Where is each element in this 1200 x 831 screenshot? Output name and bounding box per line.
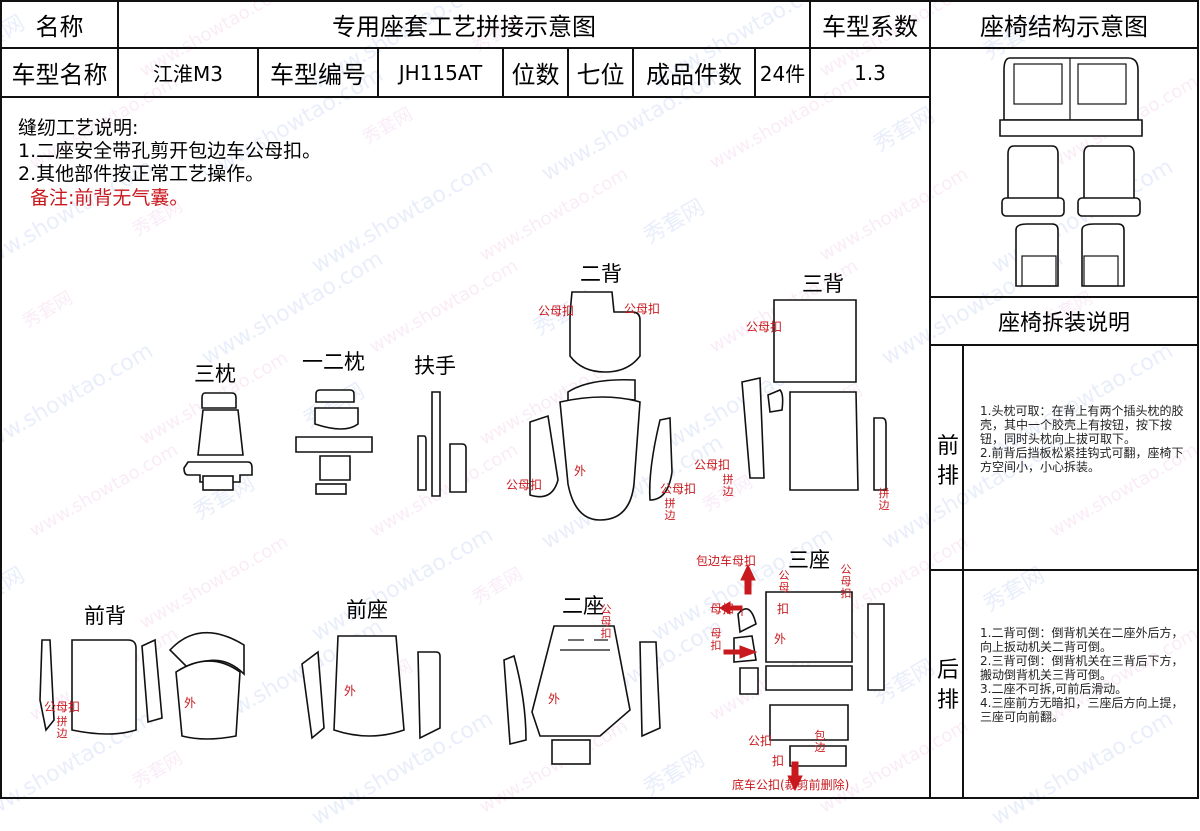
label-erzuo: 二座 — [562, 594, 604, 618]
disassembly-label: 座椅拆装说明 — [997, 311, 1130, 336]
label-qianbei: 前背 — [84, 604, 126, 628]
piece-erbei — [529, 291, 673, 521]
annot-qianbei-pibian: 拼边 — [56, 715, 68, 740]
coef-label: 车型系数 — [822, 13, 918, 41]
annot-erbei-gongmukou-right: 公母扣 — [624, 302, 661, 316]
notes-item-2: 2.其他部件按正常工艺操作。 — [18, 163, 265, 185]
annot-sanbei-pibian-left: 拼边 — [722, 473, 734, 498]
table-grid — [0, 0, 1199, 799]
annot-qianbei-gongmukou: 公母扣 — [44, 700, 81, 714]
piece-sanzuo — [733, 591, 885, 767]
annot-sanzuo-baobian: 包边 — [814, 729, 826, 754]
annot-sanzuo-wai: 外 — [774, 632, 787, 646]
piece-fushou — [417, 391, 467, 497]
annot-sanbei-gongmukou: 公母扣 — [746, 320, 783, 334]
annot-erbei-gongmukou-left: 公母扣 — [538, 304, 575, 318]
structure-label: 座椅结构示意图 — [980, 13, 1148, 41]
model-name-label: 车型名称 — [11, 61, 108, 89]
page-title: 专用座套工艺拼接示意图 — [332, 13, 596, 41]
pieces-value: 24件 — [759, 62, 806, 86]
annot-sanzuo-mukou-2: 母扣 — [710, 627, 722, 652]
piece-qianzuo — [301, 635, 441, 740]
annot-erbei-gongmukou-bottom: 公母扣 — [506, 478, 543, 492]
annot-erbei-wai: 外 — [574, 464, 587, 478]
notes-item-1: 1.二座安全带孔剪开包边车公母扣。 — [18, 140, 322, 162]
annot-erbei-gongmukou-side: 公母扣 — [660, 482, 697, 496]
rear-row-text: 1.二背可倒：倒背机关在二座外后方，向上扳动机关二背可倒。 2.三背可倒：倒背机… — [980, 626, 1184, 724]
label-sanzuo: 三座 — [788, 548, 830, 572]
piece-qianbei — [39, 631, 245, 740]
label-fushou: 扶手 — [414, 354, 456, 378]
label-erbei: 二背 — [580, 262, 622, 286]
annot-erbei-pibian: 拼边 — [664, 497, 676, 522]
seat-structure-diagram — [999, 57, 1143, 287]
annot-sanzuo-kou: 扣 — [777, 602, 790, 616]
annot-sanzuo-diche-gongkou: 底车公扣(裁剪前删除) — [732, 778, 850, 792]
annot-qianbei-wai: 外 — [184, 696, 197, 710]
notes-remark: 备注:前背无气囊。 — [30, 187, 189, 209]
piece-yierzhen — [295, 389, 373, 495]
piece-sanzhen — [183, 392, 253, 491]
rear-row-label: 后排 — [936, 658, 959, 713]
label-sanbei: 三背 — [802, 272, 844, 296]
piece-sanbei — [741, 299, 887, 491]
seats-label: 位数 — [511, 61, 560, 89]
annot-qianzuo-wai: 外 — [344, 684, 357, 698]
model-name-value: 江淮M3 — [153, 62, 223, 86]
notes-title: 缝纫工艺说明: — [18, 117, 139, 139]
annot-sanzuo-baobian-mukou: 包边车母扣 — [696, 554, 757, 568]
model-code-value: JH115AT — [398, 60, 483, 85]
annot-sanbei-gongmukou-2: 公母扣 — [694, 458, 731, 472]
coef-value: 1.3 — [854, 60, 886, 85]
label-yierzhen: 一二枕 — [302, 350, 365, 374]
pattern-pieces — [39, 291, 887, 792]
front-row-label: 前排 — [936, 434, 959, 489]
piece-erzuo — [503, 625, 661, 765]
seats-value: 七位 — [576, 61, 625, 89]
name-label: 名称 — [35, 13, 84, 41]
pieces-label: 成品件数 — [646, 61, 742, 89]
model-code-label: 车型编号 — [270, 61, 366, 89]
label-sanzhen: 三枕 — [194, 362, 236, 386]
annot-sanbei-pibian-right: 拼边 — [878, 487, 890, 512]
annot-sanzuo-gongmu: 公母 — [778, 569, 790, 594]
label-qianzuo: 前座 — [346, 598, 388, 622]
annot-sanzuo-gongmukou-right: 公母扣 — [840, 563, 852, 600]
annot-sanzuo-gongkou: 公扣 — [748, 734, 773, 748]
annot-sanzuo-kou-2: 扣 — [772, 754, 785, 768]
annotation-arrows — [719, 563, 803, 792]
annot-erzuo-wai: 外 — [548, 692, 561, 706]
annot-erzuo-gongmukou: 公母扣 — [600, 603, 612, 640]
front-row-text: 1.头枕可取：在背上有两个插头枕的胶壳，其中一个胶壳上有按钮，按下按钮，同时头枕… — [980, 404, 1184, 474]
annot-sanzuo-mukou-1: 母扣 — [710, 602, 735, 616]
